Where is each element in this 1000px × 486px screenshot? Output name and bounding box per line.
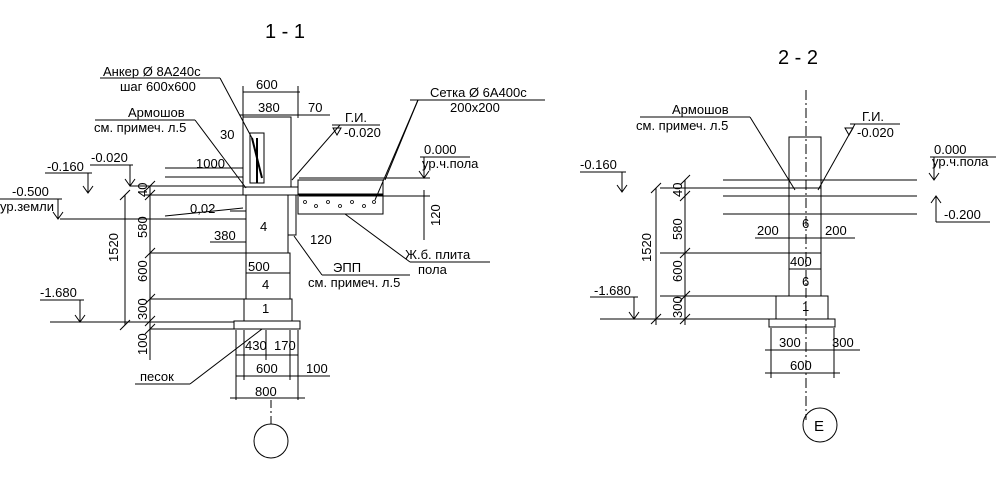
dim-800: 800	[255, 384, 277, 399]
dim-380-top: 380	[258, 100, 280, 115]
dim-380-lower: 380	[214, 228, 236, 243]
dim-1000: 1000	[196, 156, 225, 171]
sand-label: песок	[140, 369, 174, 384]
svg-text:Армошов: Армошов	[672, 102, 729, 117]
dim-600-top: 600	[256, 77, 278, 92]
block-4-lower-label: 4	[262, 277, 269, 292]
svg-text:-0.020: -0.020	[91, 150, 128, 165]
armoshov-band	[242, 186, 299, 196]
slab-label-2: пола	[418, 262, 448, 277]
dim-70: 70	[308, 100, 322, 115]
dim-300: 300	[670, 296, 685, 318]
anchor-step: шаг 600х600	[120, 79, 196, 94]
svg-text:см. примеч. л.5: см. примеч. л.5	[636, 118, 728, 133]
level-m0020: -0.020	[90, 150, 136, 187]
dim-200-right: 200	[825, 223, 847, 238]
dim-120b: 120	[310, 232, 332, 247]
dim-170: 170	[274, 338, 296, 353]
floor-slab-top	[297, 179, 384, 195]
block-1-label: 1	[262, 301, 269, 316]
svg-text:-0.160: -0.160	[47, 159, 84, 174]
dim-200-left: 200	[757, 223, 779, 238]
mesh-callout: Сетка Ø 6А400с 200х200	[374, 85, 545, 201]
level-m0160: -0.160	[580, 157, 628, 193]
block-1-label: 1	[802, 299, 809, 314]
gi-marker: Г.И. -0.020	[291, 110, 381, 181]
dim-430: 430	[245, 338, 267, 353]
svg-text:200х200: 200х200	[450, 100, 500, 115]
section-1-1-title: 1 - 1	[265, 21, 305, 43]
dim-600-bottom: 600	[256, 361, 278, 376]
level-m0160: -0.160	[45, 159, 94, 194]
dim-1520: 1520	[106, 233, 121, 262]
svg-text:0.000: 0.000	[424, 142, 457, 157]
slab-rebar-dots	[303, 200, 376, 208]
axis-marker-empty	[253, 423, 289, 459]
svg-text:0.000: 0.000	[934, 142, 967, 157]
dim-580: 580	[135, 216, 150, 238]
dim-600-bottom: 600	[790, 358, 812, 373]
epp-note: см. примеч. л.5	[308, 275, 400, 290]
dim-300: 300	[135, 298, 150, 320]
dim-40: 40	[670, 183, 685, 197]
svg-text:ур.ч.пола: ур.ч.пола	[422, 156, 479, 171]
armoshov-band	[788, 187, 822, 197]
epp-insulation	[287, 194, 297, 236]
dim-580: 580	[670, 218, 685, 240]
level-floor: 0.000 ур.ч.пола	[418, 142, 479, 179]
sand-bed	[768, 318, 836, 328]
block-6-upper-label: 6	[802, 216, 809, 231]
level-m0500: -0.500 ур.земли	[0, 184, 64, 220]
axis-marker	[802, 407, 838, 443]
dim-500: 500	[248, 259, 270, 274]
svg-text:-1.680: -1.680	[40, 285, 77, 300]
armoshov-note: см. примеч. л.5	[94, 120, 186, 135]
svg-text:Г.И.: Г.И.	[862, 109, 884, 124]
level-floor: 0.000 ур.ч.пола	[928, 142, 996, 181]
dim-400: 400	[790, 254, 812, 269]
svg-text:-0.160: -0.160	[580, 157, 617, 172]
section-2-2: 2 - 2 1520 40 580 600 300	[580, 47, 996, 443]
svg-text:-0.200: -0.200	[944, 207, 981, 222]
armoshov-label: Армошов	[128, 105, 185, 120]
block-4-upper-label: 4	[260, 219, 267, 234]
dim-100: 100	[135, 333, 150, 355]
gi-marker: Г.И. -0.020	[817, 109, 900, 191]
svg-text:Г.И.: Г.И.	[345, 110, 367, 125]
dim-40: 40	[135, 183, 150, 197]
svg-text:-1.680: -1.680	[594, 283, 631, 298]
sand-bed	[233, 320, 301, 330]
svg-text:-0.020: -0.020	[857, 125, 894, 140]
dim-600: 600	[670, 260, 685, 282]
dim-120a: 120	[428, 204, 443, 226]
level-m0200: -0.200	[930, 195, 990, 223]
ground-label: ур.земли	[0, 199, 54, 214]
dim-100-bottom: 100	[306, 361, 328, 376]
block-6-lower-label: 6	[802, 274, 809, 289]
dim-30: 30	[220, 127, 234, 142]
svg-text:ур.ч.пола: ур.ч.пола	[932, 154, 989, 169]
svg-text:-0.020: -0.020	[344, 125, 381, 140]
svg-text:-0.500: -0.500	[12, 184, 49, 199]
section-2-2-title: 2 - 2	[778, 47, 818, 69]
svg-text:Сетка Ø 6А400с: Сетка Ø 6А400с	[430, 85, 527, 100]
armoshov-callout: Армошов см. примеч. л.5	[636, 102, 796, 191]
dim-600: 600	[135, 260, 150, 282]
section-1-1: 1 - 1	[0, 21, 545, 459]
epp-label: ЭПП	[333, 260, 361, 275]
dim-300-right: 300	[832, 335, 854, 350]
level-m1680: -1.680	[40, 285, 86, 323]
level-m1680: -1.680	[590, 283, 640, 320]
anchor-label: Анкер Ø 8А240с	[103, 64, 201, 79]
dim-300-left: 300	[779, 335, 801, 350]
slope-label: 0,02	[190, 201, 215, 216]
slab-label: Ж.б. плита	[405, 247, 471, 262]
axis-label: Е	[814, 418, 824, 435]
dim-1520: 1520	[639, 233, 654, 262]
